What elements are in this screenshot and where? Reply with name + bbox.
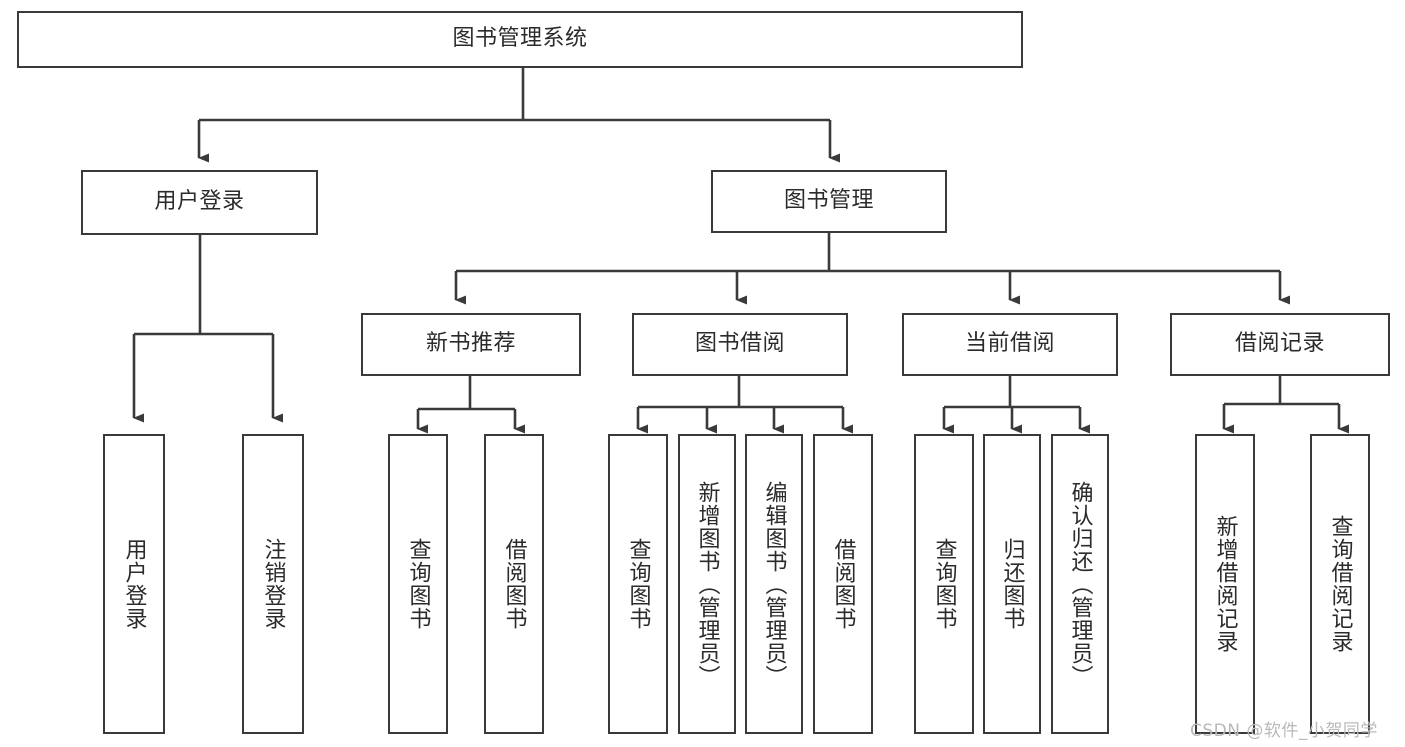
node-label: 新书推荐 <box>425 331 516 357</box>
node-leaf-add-record[interactable]: 新增借阅记录 <box>1195 434 1255 734</box>
node-label: 图书管理系统 <box>452 26 588 52</box>
node-leaf-query-book-2[interactable]: 查询图书 <box>608 434 668 734</box>
node-leaf-query-record[interactable]: 查询借阅记录 <box>1310 434 1370 734</box>
node-label: 注销登录 <box>260 538 286 630</box>
node-label: 借阅图书 <box>501 538 527 630</box>
node-label: 用户登录 <box>154 189 245 215</box>
node-label: 查询借阅记录 <box>1327 515 1353 653</box>
node-current-borrow[interactable]: 当前借阅 <box>902 313 1118 376</box>
node-label: 当前借阅 <box>964 331 1055 357</box>
node-leaf-user-login[interactable]: 用户登录 <box>103 434 165 734</box>
node-label: 归还图书 <box>999 538 1025 630</box>
node-label: 编辑图书（管理员） <box>761 480 787 688</box>
node-leaf-return-book[interactable]: 归还图书 <box>983 434 1041 734</box>
node-user-login[interactable]: 用户登录 <box>81 170 318 235</box>
node-label: 确认归还（管理员） <box>1067 480 1093 688</box>
node-leaf-edit-book[interactable]: 编辑图书（管理员） <box>745 434 803 734</box>
node-label: 新增图书（管理员） <box>694 480 720 688</box>
node-leaf-query-book-3[interactable]: 查询图书 <box>914 434 974 734</box>
node-label: 查询图书 <box>625 538 651 630</box>
node-leaf-confirm-return[interactable]: 确认归还（管理员） <box>1051 434 1109 734</box>
node-book-management[interactable]: 图书管理 <box>711 170 947 233</box>
node-label: 查询图书 <box>405 538 431 630</box>
node-leaf-add-book[interactable]: 新增图书（管理员） <box>678 434 736 734</box>
node-label: 查询图书 <box>931 538 957 630</box>
node-label: 图书借阅 <box>694 331 785 357</box>
node-label: 图书管理 <box>783 188 874 214</box>
node-label: 新增借阅记录 <box>1212 515 1238 653</box>
node-leaf-query-book-1[interactable]: 查询图书 <box>388 434 448 734</box>
node-borrow-record[interactable]: 借阅记录 <box>1170 313 1390 376</box>
node-root-book-management-system[interactable]: 图书管理系统 <box>17 11 1023 68</box>
node-label: 借阅记录 <box>1234 331 1325 357</box>
node-book-borrow[interactable]: 图书借阅 <box>632 313 848 376</box>
node-label: 用户登录 <box>121 538 147 630</box>
node-label: 借阅图书 <box>830 538 856 630</box>
node-leaf-borrow-book-2[interactable]: 借阅图书 <box>813 434 873 734</box>
csdn-watermark: CSDN @软件_小贺同学 <box>1190 721 1378 741</box>
node-new-book-recommend[interactable]: 新书推荐 <box>361 313 581 376</box>
node-leaf-logout[interactable]: 注销登录 <box>242 434 304 734</box>
node-leaf-borrow-book-1[interactable]: 借阅图书 <box>484 434 544 734</box>
